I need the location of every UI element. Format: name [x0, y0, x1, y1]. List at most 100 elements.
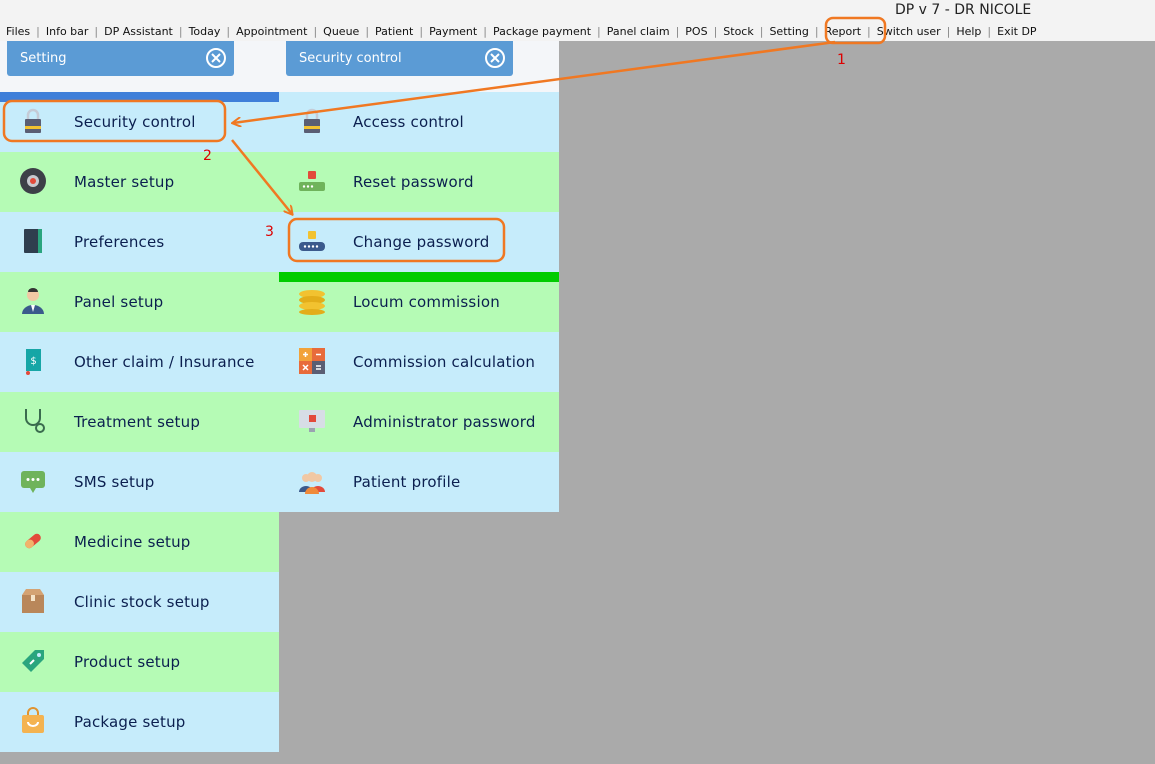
menu-separator: |	[814, 25, 819, 38]
tag-icon	[18, 646, 48, 676]
section-divider-bar	[279, 272, 559, 282]
close-security-panel-button[interactable]	[485, 48, 505, 68]
menu-row-other-claim-insurance[interactable]: $ Other claim / Insurance	[0, 332, 279, 392]
menu-row-label: Master setup	[74, 173, 175, 191]
chat-icon	[18, 466, 48, 496]
menu-row-label: Other claim / Insurance	[74, 353, 255, 371]
menu-item-pos[interactable]: POS	[685, 25, 708, 38]
menu-row-label: Product setup	[74, 653, 181, 671]
stethoscope-icon	[18, 406, 48, 436]
menu-separator: |	[36, 25, 40, 38]
menu-item-help[interactable]: Help	[956, 25, 982, 38]
menu-item-report[interactable]: Report	[824, 25, 862, 38]
menu-separator: |	[713, 25, 718, 38]
calculator-icon	[297, 346, 327, 376]
menu-item-package-payment[interactable]: Package payment	[492, 25, 592, 38]
password-reset-icon	[297, 166, 327, 196]
password-change-icon	[297, 226, 327, 256]
title-bar: DP v 7 - DR NICOLE	[0, 0, 1155, 22]
menu-row-panel-setup[interactable]: Panel setup	[0, 272, 279, 332]
notebook-icon	[18, 226, 48, 256]
menu-separator: |	[365, 25, 370, 38]
menu-row-label: Locum commission	[353, 293, 500, 311]
menu-row-clinic-stock-setup[interactable]: Clinic stock setup	[0, 572, 279, 632]
menu-row-reset-password[interactable]: Reset password	[279, 152, 559, 212]
menu-row-label: SMS setup	[74, 473, 155, 491]
pill-icon	[18, 526, 48, 556]
menu-item-files[interactable]: Files	[6, 25, 31, 38]
menu-row-label: Clinic stock setup	[74, 593, 210, 611]
menu-item-info-bar[interactable]: Info bar	[45, 25, 89, 38]
padlock-icon	[297, 106, 327, 136]
user-icon	[18, 286, 48, 316]
menu-row-label: Treatment setup	[74, 413, 201, 431]
security-panel-header: Security control	[286, 41, 513, 76]
menu-row-label: Administrator password	[353, 413, 536, 431]
menu-item-dp-assistant[interactable]: DP Assistant	[104, 25, 173, 38]
window-title: DP v 7 - DR NICOLE	[895, 2, 1032, 18]
menu-item-exit-dp[interactable]: Exit DP	[997, 25, 1037, 38]
menu-item-setting[interactable]: Setting	[769, 25, 809, 38]
patients-icon	[297, 466, 327, 496]
coins-icon	[297, 286, 327, 316]
menu-item-appointment[interactable]: Appointment	[236, 25, 308, 38]
menu-row-label: Reset password	[353, 173, 474, 191]
menu-row-change-password[interactable]: Change password	[279, 212, 559, 272]
menu-row-product-setup[interactable]: Product setup	[0, 632, 279, 692]
menu-row-label: Panel setup	[74, 293, 164, 311]
menu-row-label: Commission calculation	[353, 353, 536, 371]
menu-item-patient[interactable]: Patient	[375, 25, 414, 38]
security-panel-title: Security control	[299, 51, 402, 66]
menu-row-label: Medicine setup	[74, 533, 191, 551]
gear-icon	[18, 166, 48, 196]
menu-separator: |	[946, 25, 951, 38]
menu-row-treatment-setup[interactable]: Treatment setup	[0, 392, 279, 452]
menu-row-package-setup[interactable]: Package setup	[0, 692, 279, 752]
menu-row-patient-profile[interactable]: Patient profile	[279, 452, 559, 512]
setting-panel-title: Setting	[20, 51, 67, 66]
menu-item-panel-claim[interactable]: Panel claim	[606, 25, 670, 38]
menu-row-access-control[interactable]: Access control	[279, 92, 559, 152]
close-setting-panel-button[interactable]	[206, 48, 226, 68]
menu-separator: |	[759, 25, 764, 38]
menu-row-locum-commission[interactable]: Locum commission	[279, 272, 559, 332]
box-icon	[18, 586, 48, 616]
menu-row-sms-setup[interactable]: SMS setup	[0, 452, 279, 512]
menu-row-commission-calculation[interactable]: Commission calculation	[279, 332, 559, 392]
menu-separator: |	[675, 25, 680, 38]
menu-item-today[interactable]: Today	[188, 25, 221, 38]
menu-row-label: Patient profile	[353, 473, 461, 491]
menu-item-stock[interactable]: Stock	[723, 25, 754, 38]
menu-row-preferences[interactable]: Preferences	[0, 212, 279, 272]
menu-row-label: Access control	[353, 113, 464, 131]
menu-row-master-setup[interactable]: Master setup	[0, 152, 279, 212]
close-icon	[490, 53, 500, 63]
menu-row-administrator-password[interactable]: Administrator password	[279, 392, 559, 452]
menu-bar: Files | Info bar | DP Assistant | Today | Appoin…	[0, 22, 1155, 41]
svg-text:$: $	[30, 356, 36, 367]
step-3-label: 3	[265, 224, 274, 240]
menu-item-queue[interactable]: Queue	[323, 25, 360, 38]
menu-separator: |	[313, 25, 318, 38]
step-1-label: 1	[837, 52, 846, 68]
padlock-icon	[18, 106, 48, 136]
menu-separator: |	[597, 25, 601, 38]
menu-item-switch-user[interactable]: Switch user	[876, 25, 941, 38]
menu-row-medicine-setup[interactable]: Medicine setup	[0, 512, 279, 572]
menu-row-label: Package setup	[74, 713, 186, 731]
menu-separator: |	[178, 25, 183, 38]
close-icon	[211, 53, 221, 63]
menu-separator: |	[483, 25, 487, 38]
monitor-lock-icon	[297, 406, 327, 436]
selected-indicator-bar	[0, 92, 279, 102]
menu-separator: |	[419, 25, 424, 38]
menu-separator: |	[226, 25, 231, 38]
menu-row-label: Preferences	[74, 233, 165, 251]
menu-row-label: Change password	[353, 233, 490, 251]
menu-item-payment[interactable]: Payment	[429, 25, 478, 38]
menu-separator: |	[987, 25, 992, 38]
menu-separator: |	[94, 25, 99, 38]
setting-panel-header: Setting	[7, 41, 234, 76]
